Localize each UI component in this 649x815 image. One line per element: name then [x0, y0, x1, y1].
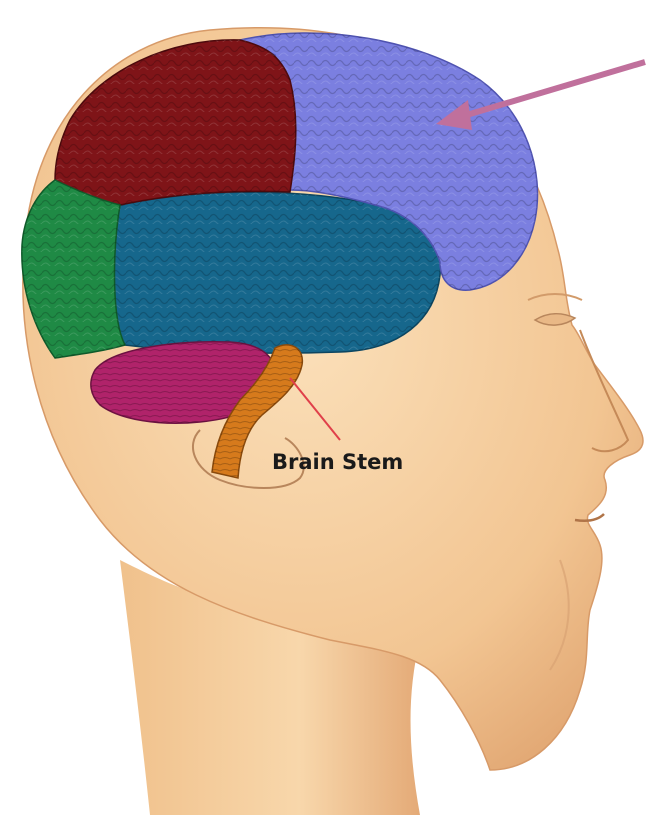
brain-stem-label: Brain Stem [272, 450, 403, 474]
temporal-lobe-texture [113, 192, 441, 353]
